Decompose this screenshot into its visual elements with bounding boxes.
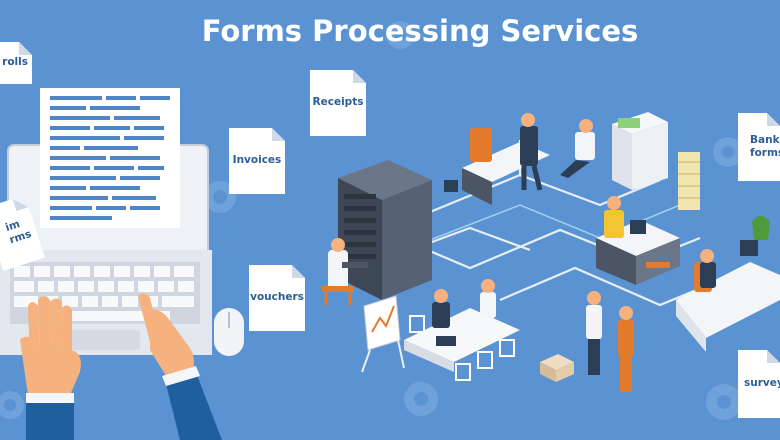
vouchers-document: vouchers [249,265,305,331]
gear-icon [204,181,236,213]
reception-desk [676,216,780,352]
gear-icon [404,382,438,416]
page-title: Forms Processing Services [201,14,639,48]
desk-office [596,196,680,285]
receipts-document: Receipts [310,70,366,136]
gear-icon [386,21,414,49]
hand-icon [138,293,222,440]
whiteboard-icon [361,295,405,373]
receipts-label: Receipts [312,96,364,109]
payrolls-label: rolls [2,56,28,69]
gear-icon [706,384,742,420]
delivery-scene [540,291,634,392]
invoices-document: Invoices [229,128,285,194]
surveys-label: survey [744,377,780,390]
printer-icon [612,112,668,190]
invoices-label: Invoices [232,154,282,167]
mouse-icon [214,308,244,356]
worker-at-server [322,238,368,305]
meeting-table [404,279,520,381]
hand-icon [20,296,81,440]
gear-icon [713,137,743,167]
claim-forms-label: im rms [3,217,33,247]
vouchers-label: vouchers [250,291,304,304]
server-rack-icon [338,160,432,300]
surveys-document: survey [738,350,780,418]
document-icon [40,88,180,228]
binder-stack [678,152,700,210]
phone-office [444,113,595,205]
gear-icon [0,391,24,419]
